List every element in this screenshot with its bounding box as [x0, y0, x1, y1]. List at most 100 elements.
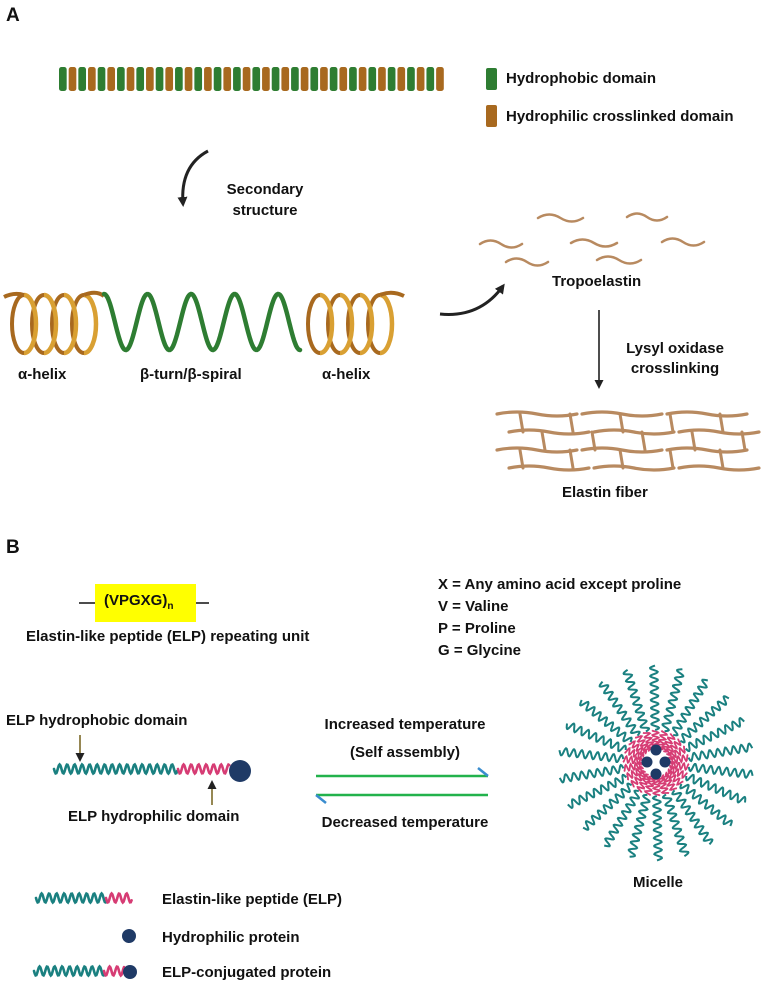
alpha-helix-left-label: α-helix	[18, 366, 67, 383]
tropoelastin-strand	[625, 212, 669, 222]
key-g: G = Glycine	[438, 642, 521, 659]
domain-segment	[242, 67, 251, 91]
helix-loop-front	[359, 292, 375, 356]
micelle-hydrophobic-arm	[651, 795, 664, 862]
increased-temperature-label: Increased temperature	[324, 716, 486, 733]
elp-conjugate-chain	[52, 735, 251, 805]
fiber-crosslink	[618, 412, 625, 434]
elastin-fiber-label: Elastin fiber	[562, 484, 648, 501]
helix-loop-back	[346, 293, 361, 355]
domain-bar	[59, 67, 444, 91]
legend-conjugate-hydrophilic	[102, 964, 126, 978]
domain-segment	[117, 67, 125, 91]
micelle-hydrophilic-arm	[660, 774, 678, 791]
hydrophobic-domain-label: ELP hydrophobic domain	[6, 712, 188, 729]
micelle-hydrophilic-arm	[642, 731, 656, 751]
domain-segment	[184, 67, 193, 91]
legend-elp-label: Elastin-like peptide (ELP)	[162, 891, 343, 908]
helix-loop-front	[23, 292, 39, 356]
micelle-hydrophobic-arm	[685, 773, 747, 804]
beta-spiral-wave	[101, 291, 303, 353]
helix-loop-front	[379, 292, 395, 356]
equilibrium-arrows-icon	[315, 767, 489, 804]
helix-loop-front	[63, 292, 79, 356]
fiber-crosslink	[590, 430, 597, 452]
decreased-temperature-label: Decreased temperature	[321, 814, 489, 831]
fiber-crosslink	[690, 430, 697, 452]
legend-elp-hydrophilic	[104, 891, 133, 905]
tropoelastin-strand	[478, 239, 524, 249]
domain-segment	[291, 67, 299, 91]
domain-segment	[78, 67, 87, 91]
micelle-hydrophilic-arm	[630, 769, 647, 788]
domain-segment	[97, 67, 106, 91]
micelle-hydrophobic-arm	[565, 722, 627, 753]
alpha-helix-right-label: α-helix	[322, 366, 371, 383]
micelle-hydrophobic-arm	[622, 668, 651, 733]
micelle-hydrophilic-arm	[628, 740, 648, 756]
micelle-hydrophilic-arm	[634, 735, 652, 752]
fiber-crosslink	[668, 412, 675, 434]
domain-segment	[213, 67, 222, 91]
micelle-core-protein	[641, 756, 653, 768]
tropoelastin-strands	[478, 212, 706, 267]
repeat-unit-formula: (VPGXG)n	[104, 592, 173, 612]
domain-segment	[68, 67, 77, 91]
panel-label-b: B	[6, 537, 20, 558]
domain-segment	[368, 67, 377, 91]
fiber-crosslink	[740, 430, 747, 452]
fiber-strand	[495, 410, 579, 418]
elastin-fiber-network	[495, 410, 761, 472]
fiber-strand	[507, 464, 591, 472]
micelle-hydrophobic-arm	[687, 742, 754, 763]
domain-segment	[194, 67, 203, 91]
domain-segment	[339, 67, 348, 91]
hydrophilic-domain-label: ELP hydrophilic domain	[68, 808, 240, 825]
legend-protein-label: Hydrophilic protein	[162, 929, 300, 946]
alpha-helix-left-coil	[3, 290, 106, 356]
hydrophilic-protein-ball	[229, 760, 251, 782]
helix-loop-front	[43, 292, 59, 356]
micelle-hydrophilic-arm	[651, 776, 661, 797]
helix-end	[3, 291, 25, 299]
helix-loop-back	[10, 293, 25, 355]
micelle-hydrophobic-arm	[671, 789, 714, 846]
lysyl-oxidase-label-1: Lysyl oxidase	[626, 340, 724, 357]
micelle-core-protein	[650, 744, 662, 756]
fiber-strand	[592, 428, 676, 436]
tropoelastin-strand	[595, 255, 643, 265]
fiber-crosslink	[618, 448, 625, 470]
fiber-strand	[677, 428, 761, 436]
helix-loop-back	[326, 293, 341, 355]
micelle-core-protein	[659, 756, 671, 768]
domain-segment	[397, 67, 406, 91]
repeat-unit-highlight	[95, 584, 196, 622]
domain-segment	[59, 67, 67, 91]
micelle-hydrophilic-arm	[667, 745, 686, 761]
tropoelastin-strand	[536, 213, 585, 223]
beta-turn-label: β-turn/β-spiral	[140, 366, 242, 383]
micelle-hydrophobic-arm	[679, 783, 733, 827]
fiber-crosslink	[718, 412, 725, 434]
helix-loop-back	[70, 293, 85, 355]
micelle-hydrophilic-arm	[661, 733, 676, 753]
fiber-crosslink	[568, 412, 575, 434]
key-p: P = Proline	[438, 620, 516, 637]
micelle-hydrophobic-arm	[603, 789, 641, 848]
fiber-crosslink	[568, 448, 575, 470]
micelle-hydrophobic-arm	[684, 716, 745, 753]
helix-loop-back	[50, 293, 65, 355]
secondary-structure-label-1: Secondary	[226, 181, 304, 198]
micelle-hydrophilic-arm	[636, 773, 651, 793]
secondary-structure-label-2: structure	[232, 202, 298, 219]
key-x: X = Any amino acid except proline	[438, 576, 682, 593]
reverse-arrow-barb	[315, 794, 327, 804]
micelle-label: Micelle	[633, 874, 684, 891]
domain-segment	[271, 67, 280, 91]
micelle-hydrophilic-arm	[668, 754, 689, 766]
tropoelastin-strand	[569, 238, 619, 248]
domain-legend	[486, 68, 497, 127]
tropoelastin-strand	[660, 237, 706, 247]
micelle-hydrophilic-arm	[623, 760, 644, 772]
lysyl-oxidase-label-2: crosslinking	[630, 360, 720, 377]
